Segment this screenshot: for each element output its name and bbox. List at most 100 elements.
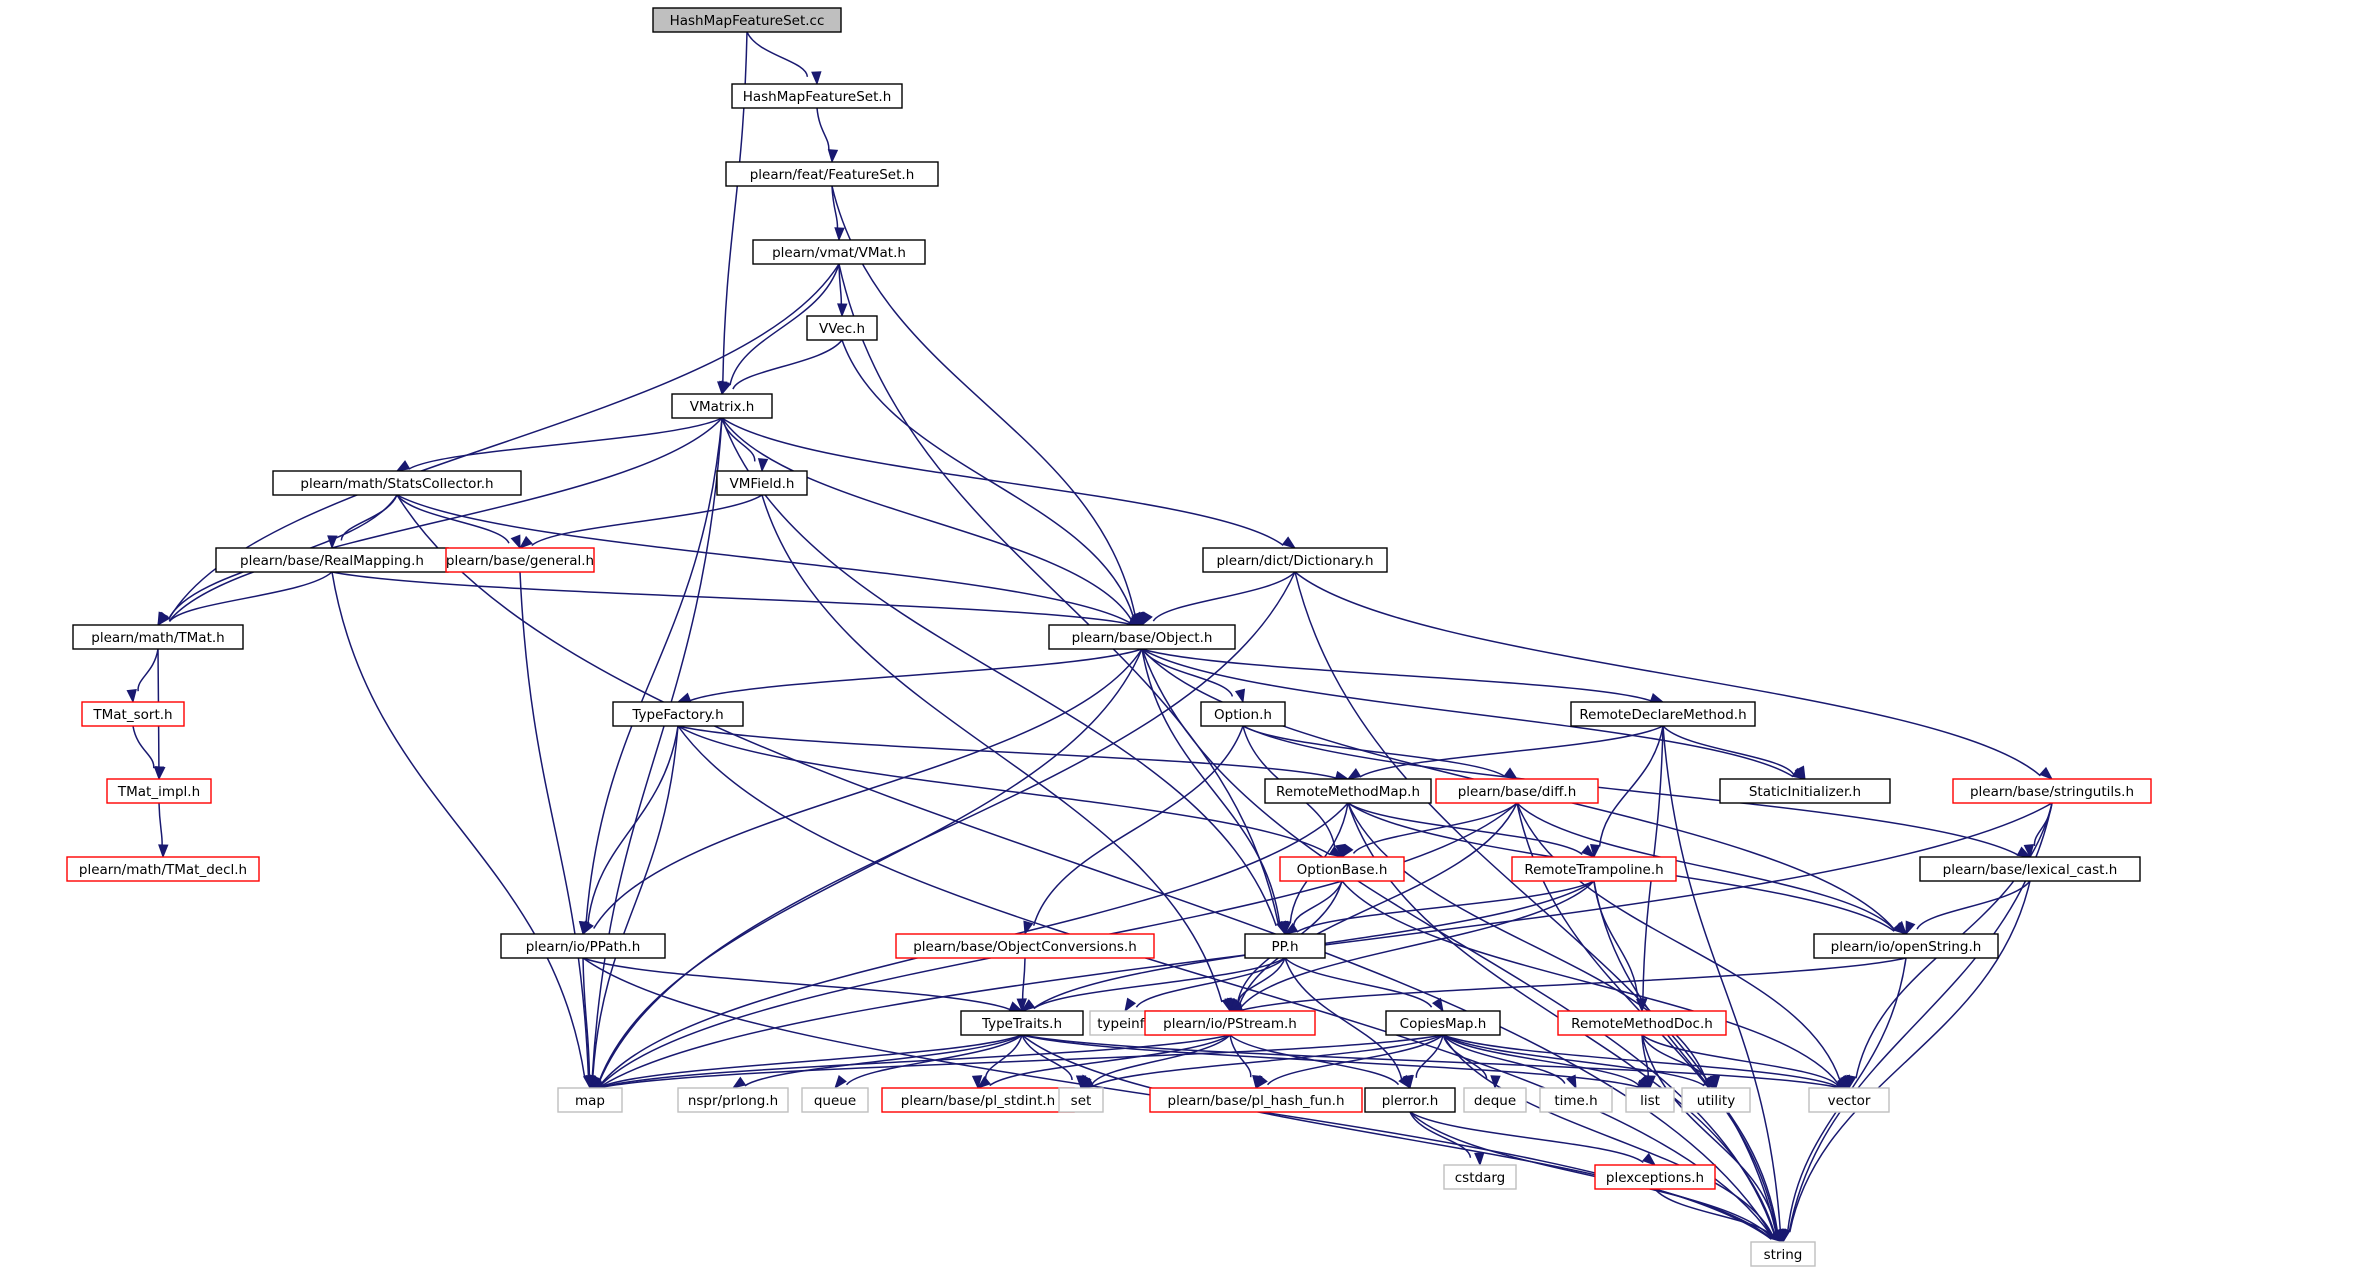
node-staticinit[interactable]: StaticInitializer.h (1719, 778, 1891, 804)
edges-layer (126, 31, 2054, 1244)
node-pl_hash_fun[interactable]: plearn/base/pl_hash_fun.h (1149, 1087, 1363, 1113)
edge-plerror-to-plexceptions (1409, 1111, 1657, 1166)
node-vmat[interactable]: plearn/vmat/VMat.h (752, 239, 926, 265)
node-tmat[interactable]: plearn/math/TMat.h (72, 624, 244, 650)
node-label: time.h (1554, 1093, 1597, 1109)
node-typetraits[interactable]: TypeTraits.h (960, 1010, 1084, 1036)
edge-copiesmap-to-list (1442, 1034, 1651, 1090)
edge-remotedeclare-to-remotemethodmap (1346, 725, 1664, 780)
node-tmat_sort[interactable]: TMat_sort.h (81, 701, 185, 727)
node-label: plerror.h (1382, 1093, 1439, 1109)
node-box (1149, 1087, 1363, 1113)
node-label: VMatrix.h (690, 399, 755, 415)
node-diff[interactable]: plearn/base/diff.h (1435, 778, 1599, 804)
node-string[interactable]: string (1750, 1241, 1816, 1267)
node-cstdarg[interactable]: cstdarg (1443, 1164, 1517, 1190)
node-lexicalcast[interactable]: plearn/base/lexical_cast.h (1919, 856, 2141, 882)
node-box (801, 1087, 869, 1113)
edge-dictionary-to-stringutils (1294, 571, 2054, 780)
node-label: HashMapFeatureSet.h (743, 89, 892, 105)
node-remotedeclare[interactable]: RemoteDeclareMethod.h (1570, 701, 1756, 727)
node-copiesmap[interactable]: CopiesMap.h (1385, 1010, 1501, 1036)
node-typefactory[interactable]: TypeFactory.h (612, 701, 744, 727)
node-box (960, 1010, 1084, 1036)
node-deque[interactable]: deque (1463, 1087, 1527, 1113)
edge-dictionary-to-object (1141, 571, 1296, 627)
node-stringutils[interactable]: plearn/base/stringutils.h (1952, 778, 2152, 804)
node-label: TMat_sort.h (92, 707, 172, 723)
node-plexceptions[interactable]: plexceptions.h (1594, 1164, 1716, 1190)
node-label: RemoteDeclareMethod.h (1579, 707, 1746, 723)
node-box (1200, 701, 1286, 727)
edge-remotemethoddoc-to-utility (1641, 1034, 1721, 1090)
node-vmfield[interactable]: VMField.h (716, 470, 808, 496)
node-set[interactable]: set (1058, 1087, 1104, 1113)
node-box (1594, 1164, 1716, 1190)
node-label: plearn/io/PPath.h (526, 939, 641, 955)
node-box (72, 624, 244, 650)
node-label: plearn/io/openString.h (1831, 939, 1982, 955)
node-general[interactable]: plearn/base/general.h (445, 547, 595, 573)
node-statscollector[interactable]: plearn/math/StatsCollector.h (272, 470, 522, 496)
node-openstring[interactable]: plearn/io/openString.h (1813, 933, 1999, 959)
node-plerror[interactable]: plerror.h (1364, 1087, 1456, 1113)
edge-pp-to-typetraits (1020, 957, 1286, 1012)
node-map[interactable]: map (557, 1087, 623, 1113)
node-box (752, 239, 926, 265)
edge-remotemethoddoc-to-string (1641, 1034, 1787, 1244)
node-label: OptionBase.h (1297, 862, 1388, 878)
node-box (725, 161, 939, 187)
node-featureset[interactable]: plearn/feat/FeatureSet.h (725, 161, 939, 187)
edge-copiesmap-to-time (1442, 1034, 1577, 1090)
node-tmat_impl[interactable]: TMat_impl.h (106, 778, 212, 804)
node-pl_stdint[interactable]: plearn/base/pl_stdint.h (881, 1087, 1075, 1113)
edge-plerror-to-cstdarg (1409, 1111, 1485, 1167)
node-pstream[interactable]: plearn/io/PStream.h (1144, 1010, 1316, 1036)
node-vvec[interactable]: VVec.h (806, 315, 878, 341)
node-box (652, 7, 842, 33)
node-remotetrampoline[interactable]: RemoteTrampoline.h (1511, 856, 1677, 882)
node-box (1463, 1087, 1527, 1113)
node-label: plearn/base/pl_hash_fun.h (1168, 1093, 1345, 1109)
node-option[interactable]: Option.h (1200, 701, 1286, 727)
node-prlong[interactable]: nspr/prlong.h (677, 1087, 789, 1113)
node-box (557, 1087, 623, 1113)
edge-hmfs_h-to-featureset (816, 107, 839, 164)
node-pp[interactable]: PP.h (1244, 933, 1326, 959)
node-remotemethoddoc[interactable]: RemoteMethodDoc.h (1557, 1010, 1727, 1036)
edge-vmatrix-to-object (721, 417, 1143, 627)
node-realmapping[interactable]: plearn/base/RealMapping.h (215, 547, 449, 573)
node-label: typeinfo (1097, 1016, 1152, 1032)
node-time[interactable]: time.h (1539, 1087, 1613, 1113)
node-optionbase[interactable]: OptionBase.h (1279, 856, 1405, 882)
node-hmfs_h[interactable]: HashMapFeatureSet.h (731, 83, 903, 109)
node-label: plearn/base/ObjectConversions.h (913, 939, 1137, 955)
node-label: plearn/vmat/VMat.h (772, 245, 906, 261)
node-dictionary[interactable]: plearn/dict/Dictionary.h (1202, 547, 1388, 573)
edge-pp-to-typeinfo (1124, 957, 1286, 1013)
node-queue[interactable]: queue (801, 1087, 869, 1113)
node-label: StaticInitializer.h (1749, 784, 1861, 800)
node-root[interactable]: HashMapFeatureSet.cc (652, 7, 842, 33)
node-box (612, 701, 744, 727)
edge-remotemethoddoc-to-vector (1641, 1034, 1850, 1090)
node-ppath[interactable]: plearn/io/PPath.h (500, 933, 666, 959)
node-box (1048, 624, 1236, 650)
node-list[interactable]: list (1625, 1087, 1675, 1113)
node-tmat_decl[interactable]: plearn/math/TMat_decl.h (66, 856, 260, 882)
node-label: PP.h (1271, 939, 1298, 955)
node-vmatrix[interactable]: VMatrix.h (671, 393, 773, 419)
node-box (1511, 856, 1677, 882)
edge-vvec-to-vmatrix (721, 339, 843, 396)
node-remotemethodmap[interactable]: RemoteMethodMap.h (1264, 778, 1432, 804)
edge-typetraits-to-pl_stdint (971, 1034, 1023, 1090)
node-utility[interactable]: utility (1681, 1087, 1751, 1113)
node-objconv[interactable]: plearn/base/ObjectConversions.h (895, 933, 1155, 959)
node-vector[interactable]: vector (1808, 1087, 1890, 1113)
node-box (1435, 778, 1599, 804)
edge-object-to-ppath (582, 648, 1143, 936)
edge-vmatrix-to-dictionary (721, 417, 1297, 549)
edge-diff-to-optionbase (1341, 802, 1518, 859)
node-object[interactable]: plearn/base/Object.h (1048, 624, 1236, 650)
